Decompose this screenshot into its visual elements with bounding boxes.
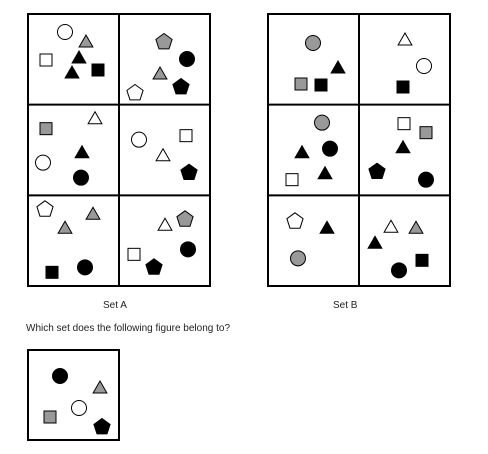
set-b-cell-1-shape-gray-circle [305,35,321,51]
test-figure-shape-black-pentagon [93,417,111,435]
set-b-cell-4-shape-black-triangle [395,139,411,154]
set-a-cell-5-shape-gray-triangle [57,220,73,234]
set-b-cell-3-shape-gray-circle [314,114,330,131]
set-a-cell-4-shape-black-pentagon [180,163,198,180]
set-a-cell-4-shape-white-square [179,129,193,143]
set-a-cell-6-shape-white-square [127,247,141,261]
set-a-cell-5-shape-white-pentagon [36,200,54,217]
set-a-cell-2-shape-gray-triangle [152,65,168,80]
test-figure-shape-white-circle [71,400,87,416]
test-figure-shape-gray-square [43,410,57,424]
set-a-cell-6-shape-black-pentagon [145,258,163,275]
set-b-cell-5-shape-gray-circle [290,250,306,267]
set-b-cell-6-shape-black-triangle [367,235,383,249]
set-b-cell-6-shape-black-square [415,253,429,267]
set-a-cell-6-shape-gray-pentagon [176,210,194,227]
set-a-cell-3-shape-white-triangle [87,110,103,125]
set-a-cell-5-shape-gray-triangle [85,206,101,220]
set-b-cell-2-shape-white-circle [416,58,432,74]
set-a-cell-1-shape-black-square [91,63,105,77]
set-a-cell-5-shape-black-circle [77,259,93,276]
set-a-cell-5 [36,200,101,279]
test-figure-frame [27,349,120,441]
set-b-cell-3 [285,114,338,187]
set-a-cell-3-shape-black-triangle [74,144,90,159]
set-a-grid [27,13,211,287]
set-a-cell-1-shape-black-triangle [64,64,80,79]
set-a-cell-4 [131,129,198,180]
set-a-cell-2-shape-gray-pentagon [155,32,173,50]
set-b-cell-3-shape-white-square [285,173,299,187]
set-a-cell-3-shape-black-circle [73,169,89,186]
set-a-label: Set A [103,300,127,311]
test-figure-shape-black-circle [52,368,68,384]
set-a-cell-1-shape-black-triangle [71,49,87,64]
set-a-cell-3-shape-white-circle [35,154,51,171]
set-b-cell-6-shape-gray-triangle [408,220,424,234]
set-b-cell-5 [286,212,335,267]
set-b-cell-4-shape-black-circle [418,171,434,188]
set-a-cell-1-shape-gray-triangle [78,33,94,48]
set-a-cell-3-shape-gray-square [39,122,53,136]
set-b-cell-6-shape-black-circle [391,262,407,279]
set-a-cell-6-shape-white-triangle [157,217,173,231]
set-a-cell-6 [127,210,196,275]
set-b-cell-5-shape-black-triangle [319,220,335,234]
set-b-cell-4-shape-gray-square [419,126,433,140]
set-a-cell-2-shape-white-pentagon [126,83,144,101]
set-b-cell-4 [368,117,434,188]
set-b-cell-1-shape-gray-square [294,77,308,91]
set-b-label: Set B [333,300,358,311]
set-b-cell-4-shape-black-pentagon [368,162,386,179]
set-b-cell-5-shape-white-pentagon [286,212,304,229]
set-a-cell-3 [35,110,103,186]
set-a-cell-2 [126,32,195,101]
test-figure [27,349,120,441]
set-a-cell-6-shape-black-circle [180,241,196,258]
set-a-cell-4-shape-white-triangle [155,147,171,162]
set-a-cell-1 [39,24,105,79]
set-b-cell-1 [294,35,346,92]
question-text: Which set does the following figure belo… [26,323,231,334]
set-b-cell-3-shape-black-triangle [317,165,333,180]
set-a-cell-4-shape-white-circle [131,131,147,148]
set-b-cell-4-shape-white-square [397,117,411,131]
set-a-cell-2-shape-black-circle [179,51,195,67]
set-b-grid [267,13,451,287]
set-b-cell-3-shape-black-circle [322,140,338,157]
set-a-cell-5-shape-black-square [45,265,59,279]
set-b-cell-6-shape-white-triangle [383,219,399,233]
set-b-cell-1-shape-black-triangle [330,59,346,74]
set-b-cell-1-shape-black-square [314,78,328,92]
test-figure-shape-gray-triangle [92,379,108,394]
set-b-cell-3-shape-black-triangle [294,144,310,159]
set-b-cell-2-shape-black-square [396,80,410,94]
set-b-cell-6 [367,219,429,279]
set-b-cell-2-shape-white-triangle [397,31,413,46]
set-a-cell-1-shape-white-circle [57,24,73,40]
set-a-cell-1-shape-white-square [39,53,53,67]
set-a-cell-2-shape-black-pentagon [172,77,190,95]
set-b-cell-2 [396,31,432,94]
